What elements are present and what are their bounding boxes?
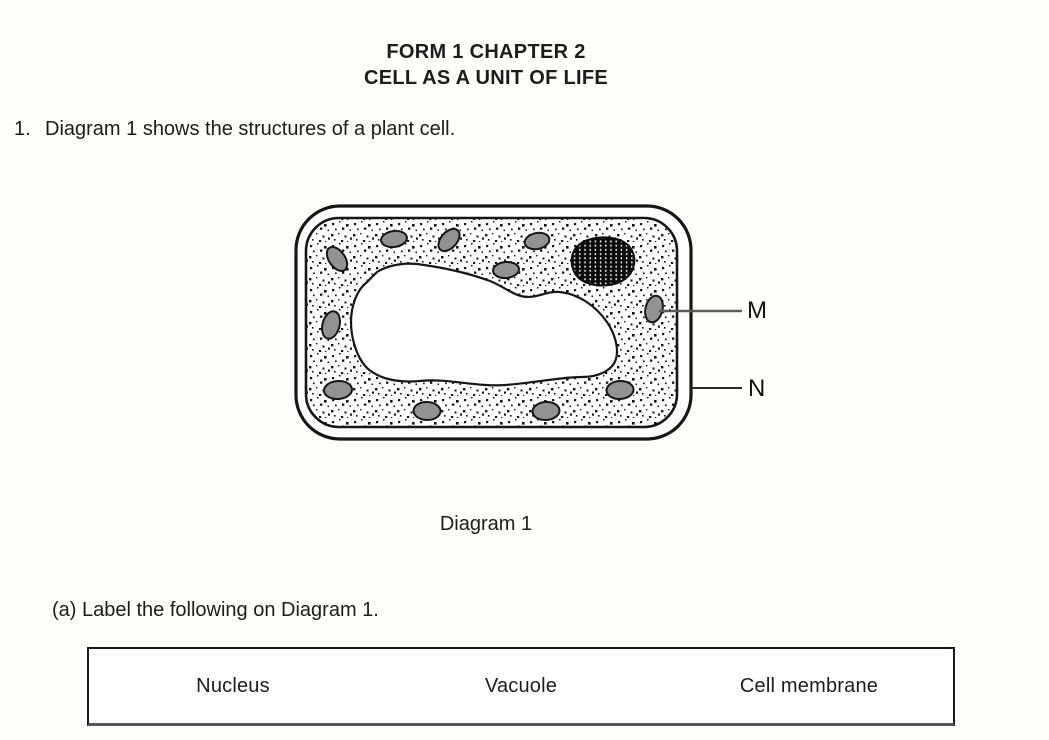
question-text: Diagram 1 shows the structures of a plan… xyxy=(45,118,456,140)
chloroplast xyxy=(531,400,561,422)
chloroplasts xyxy=(321,227,664,422)
chloroplast xyxy=(492,260,520,280)
chloroplast xyxy=(412,400,442,422)
part-a-instruction: (a) Label the following on Diagram 1. xyxy=(52,599,379,621)
page-title: FORM 1 CHAPTER 2 CELL AS A UNIT OF LIFE xyxy=(0,39,972,91)
word-bank-item-nucleus: Nucleus xyxy=(196,674,270,697)
chloroplast xyxy=(380,229,408,249)
diagram-caption: Diagram 1 xyxy=(439,513,533,535)
question-number: 1. xyxy=(14,118,31,140)
title-line-1: FORM 1 CHAPTER 2 xyxy=(386,41,586,63)
chloroplast xyxy=(523,231,551,251)
chloroplast xyxy=(321,310,341,340)
chloroplast xyxy=(605,379,635,401)
word-bank-box: Nucleus Vacuole Cell membrane xyxy=(87,647,955,726)
nucleus xyxy=(570,236,636,287)
word-bank-item-cell-membrane: Cell membrane xyxy=(739,674,879,697)
word-bank-item-vacuole: Vacuole xyxy=(484,674,558,697)
title-line-2: CELL AS A UNIT OF LIFE xyxy=(363,67,608,89)
chloroplast xyxy=(325,246,349,272)
question-1: 1. Diagram 1 shows the structures of a pl… xyxy=(14,117,455,141)
diagram-label-m: M xyxy=(747,297,767,324)
vacuole xyxy=(349,262,619,387)
chloroplast xyxy=(323,379,353,401)
chloroplast xyxy=(437,227,461,253)
diagram-label-n: N xyxy=(748,375,766,402)
